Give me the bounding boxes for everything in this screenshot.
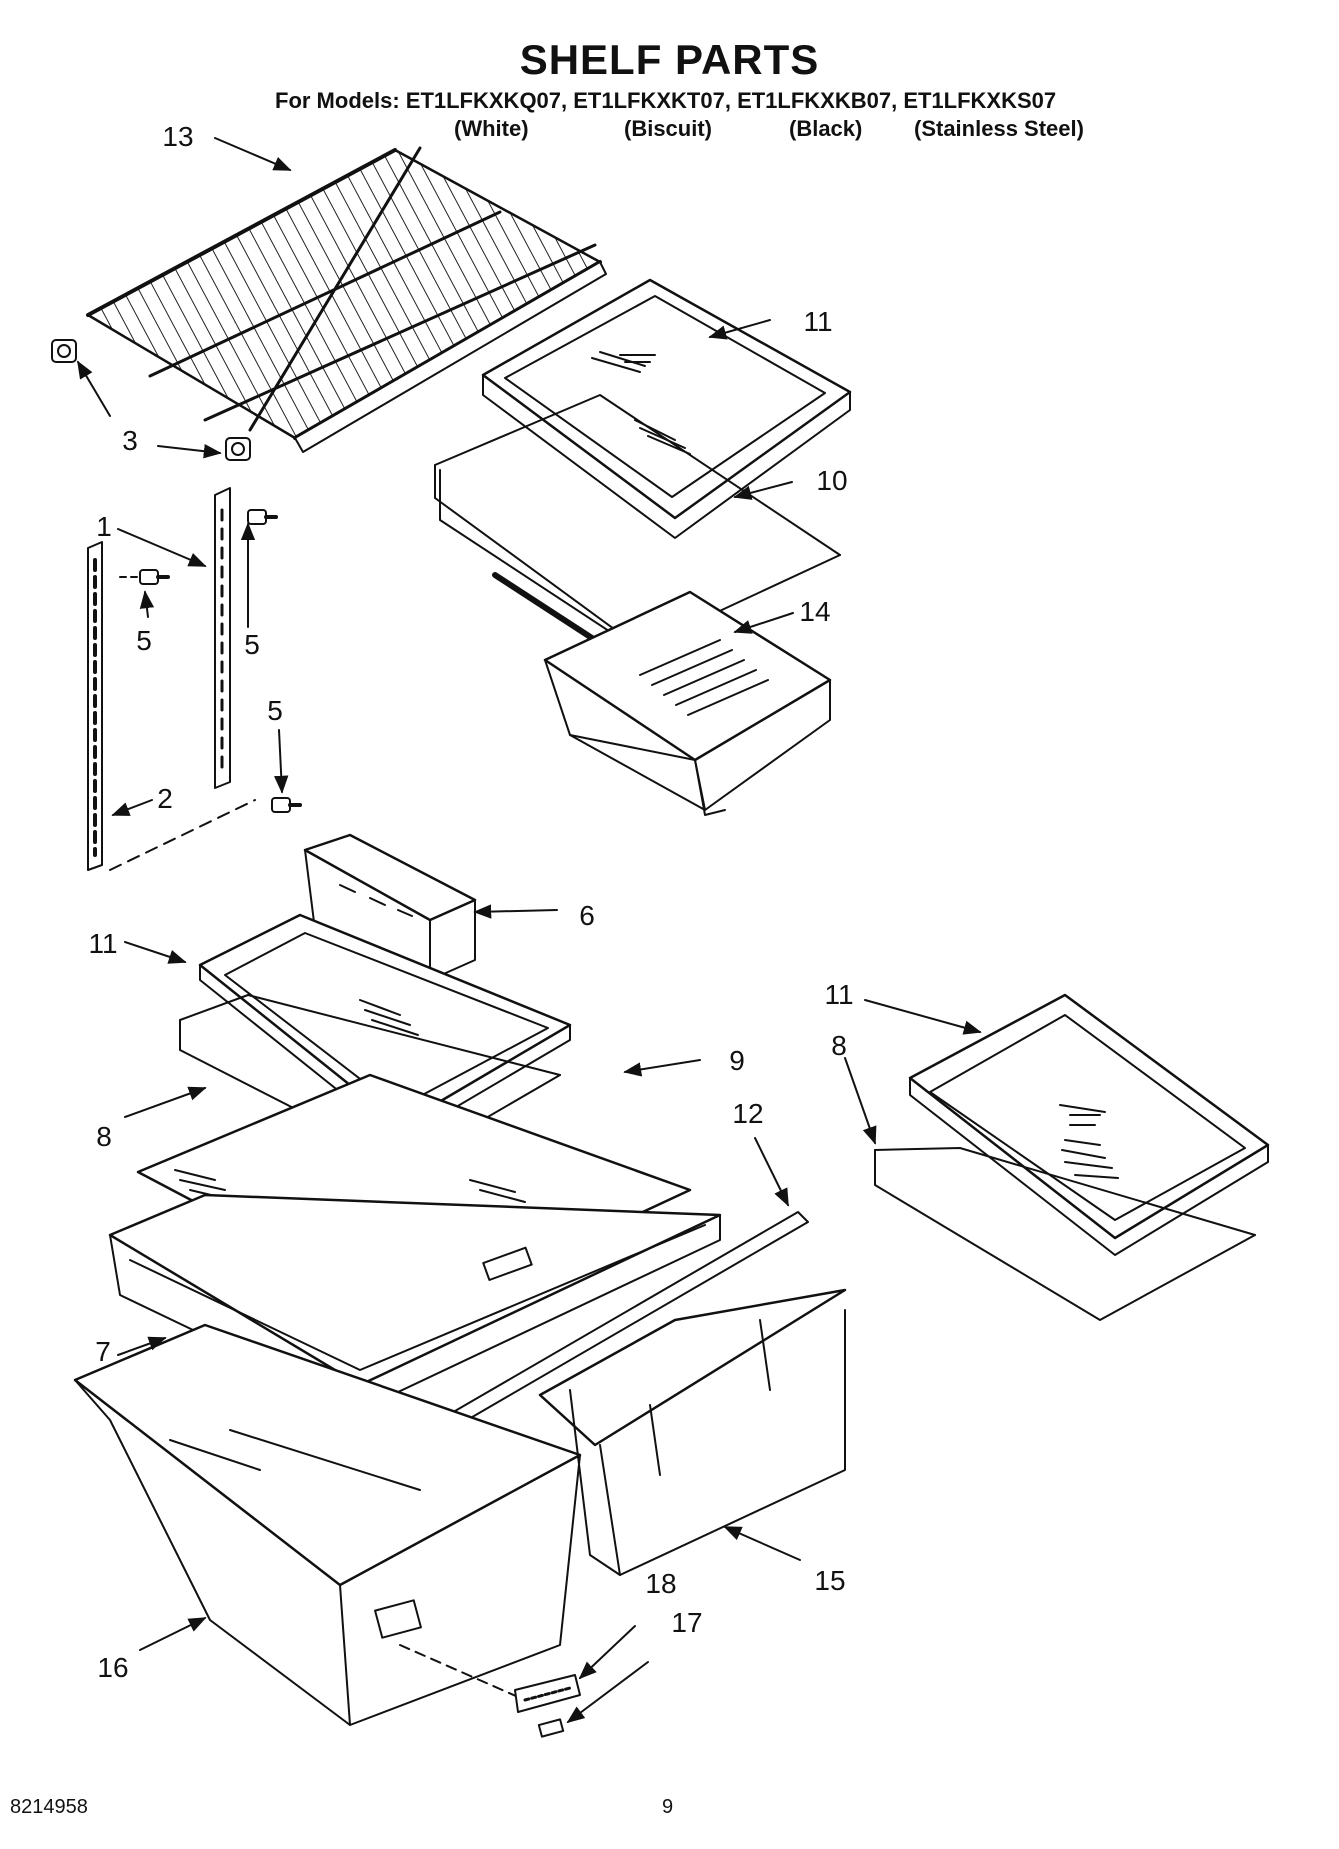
model-list: For Models: ET1LFKXKQ07, ET1LFKXKT07, ET… (275, 88, 1057, 113)
callout-5-lower: 5 (267, 695, 283, 726)
variant-biscuit: (Biscuit) (624, 116, 712, 141)
wire-shelf (86, 146, 607, 453)
callout-15: 15 (814, 1565, 845, 1596)
page-number: 9 (662, 1796, 674, 1818)
callout-11-middle: 11 (88, 928, 117, 959)
meat-pan-drawer (543, 590, 832, 816)
crisper-drawer-left (73, 1323, 582, 1726)
callout-18: 18 (645, 1568, 676, 1599)
callout-17: 17 (671, 1607, 702, 1638)
leader-lines (77, 137, 982, 1724)
callout-6: 6 (579, 900, 595, 931)
callout-2: 2 (157, 783, 173, 814)
shelf-support-top (51, 339, 77, 363)
screw-2 (139, 569, 170, 585)
shelf-rail-left (87, 541, 103, 871)
shelf-frame-right (874, 1147, 1256, 1321)
callout-13: 13 (162, 121, 193, 152)
variant-stainless: (Stainless Steel) (914, 116, 1084, 141)
shelf-rail-right (214, 487, 231, 789)
callout-3-lower: 3 (122, 425, 138, 456)
storage-bin (303, 833, 477, 981)
callout-7: 7 (95, 1336, 111, 1367)
screw-1 (247, 509, 278, 525)
callout-11-top: 11 (803, 306, 832, 337)
callout-11-right: 11 (824, 979, 853, 1010)
callout-5-left: 5 (136, 625, 152, 656)
callout-5-middle: 5 (244, 629, 260, 660)
crisper-drawer-right (538, 1288, 847, 1576)
callout-8-right: 8 (831, 1030, 847, 1061)
callout-9: 9 (729, 1045, 745, 1076)
variant-white: (White) (454, 116, 529, 141)
callout-1: 1 (96, 511, 112, 542)
shelf-support-bottom (225, 437, 251, 461)
callout-10: 10 (816, 465, 847, 496)
callout-12: 12 (732, 1098, 763, 1129)
callout-8-middle: 8 (96, 1121, 112, 1152)
screw-3 (271, 797, 302, 813)
document-number: 8214958 (10, 1796, 88, 1818)
drawer-badge (514, 1674, 581, 1713)
page-title: SHELF PARTS (519, 36, 820, 83)
glass-shelf-right (908, 993, 1270, 1256)
callout-14: 14 (799, 596, 830, 627)
header: SHELF PARTS For Models: ET1LFKXKQ07, ET1… (0, 0, 1339, 150)
glass-shelf-top (481, 278, 852, 539)
badge-clip (537, 1718, 565, 1738)
callout-16: 16 (97, 1652, 128, 1683)
shelf-frame-top (434, 394, 841, 659)
variant-black: (Black) (789, 116, 863, 141)
